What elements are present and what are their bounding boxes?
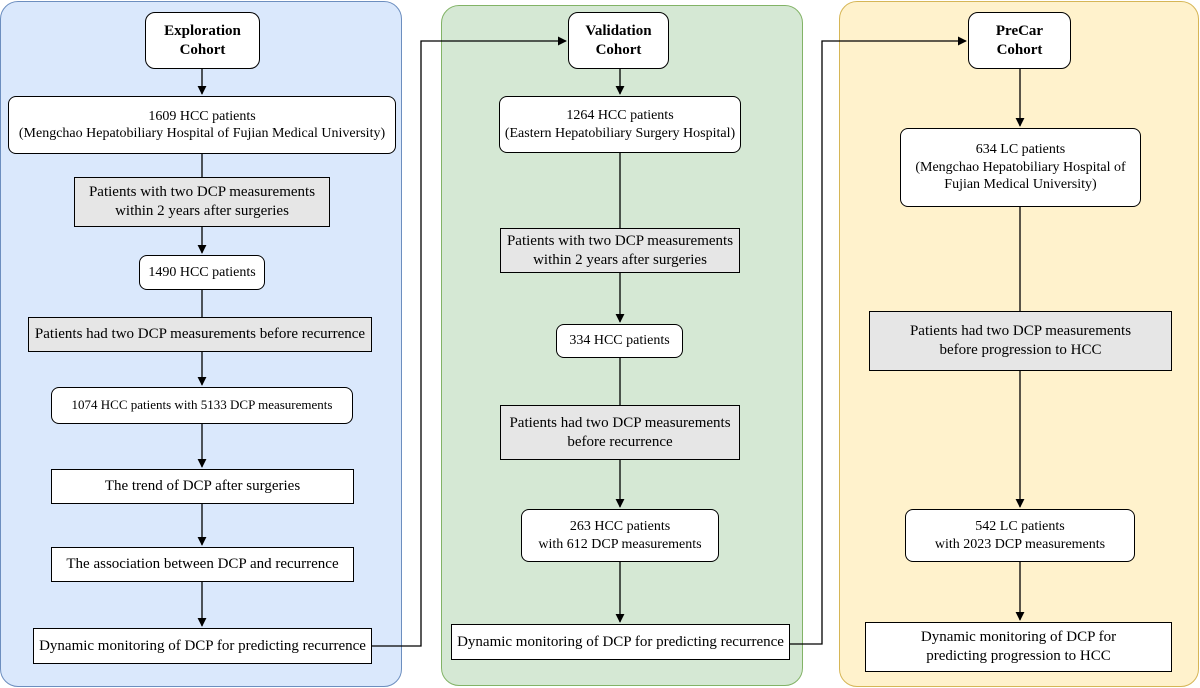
exploration-step5-box: The association between DCP and recurren…	[51, 547, 354, 582]
exploration-step1-box: 1609 HCC patients(Mengchao Hepatobiliary…	[8, 96, 396, 154]
exploration-final-box: Dynamic monitoring of DCP for predicting…	[33, 628, 372, 664]
connector-exploration-to-validation	[372, 36, 567, 647]
connector-validation-to-precar	[790, 36, 967, 645]
validation-step1-box: 1264 HCC patients(Eastern Hepatobiliary …	[499, 96, 741, 153]
precar-step1-box: 634 LC patients(Mengchao Hepatobiliary H…	[900, 128, 1141, 207]
exploration-step4-box: The trend of DCP after surgeries	[51, 469, 354, 504]
exploration-step2-box: 1490 HCC patients	[139, 255, 265, 290]
exploration-step3-box: 1074 HCC patients with 5133 DCP measurem…	[51, 387, 353, 424]
validation-final-box: Dynamic monitoring of DCP for predicting…	[451, 624, 790, 660]
validation-step2-box: 334 HCC patients	[556, 324, 683, 358]
exploration-filter2-box: Patients had two DCP measurements before…	[28, 317, 372, 352]
